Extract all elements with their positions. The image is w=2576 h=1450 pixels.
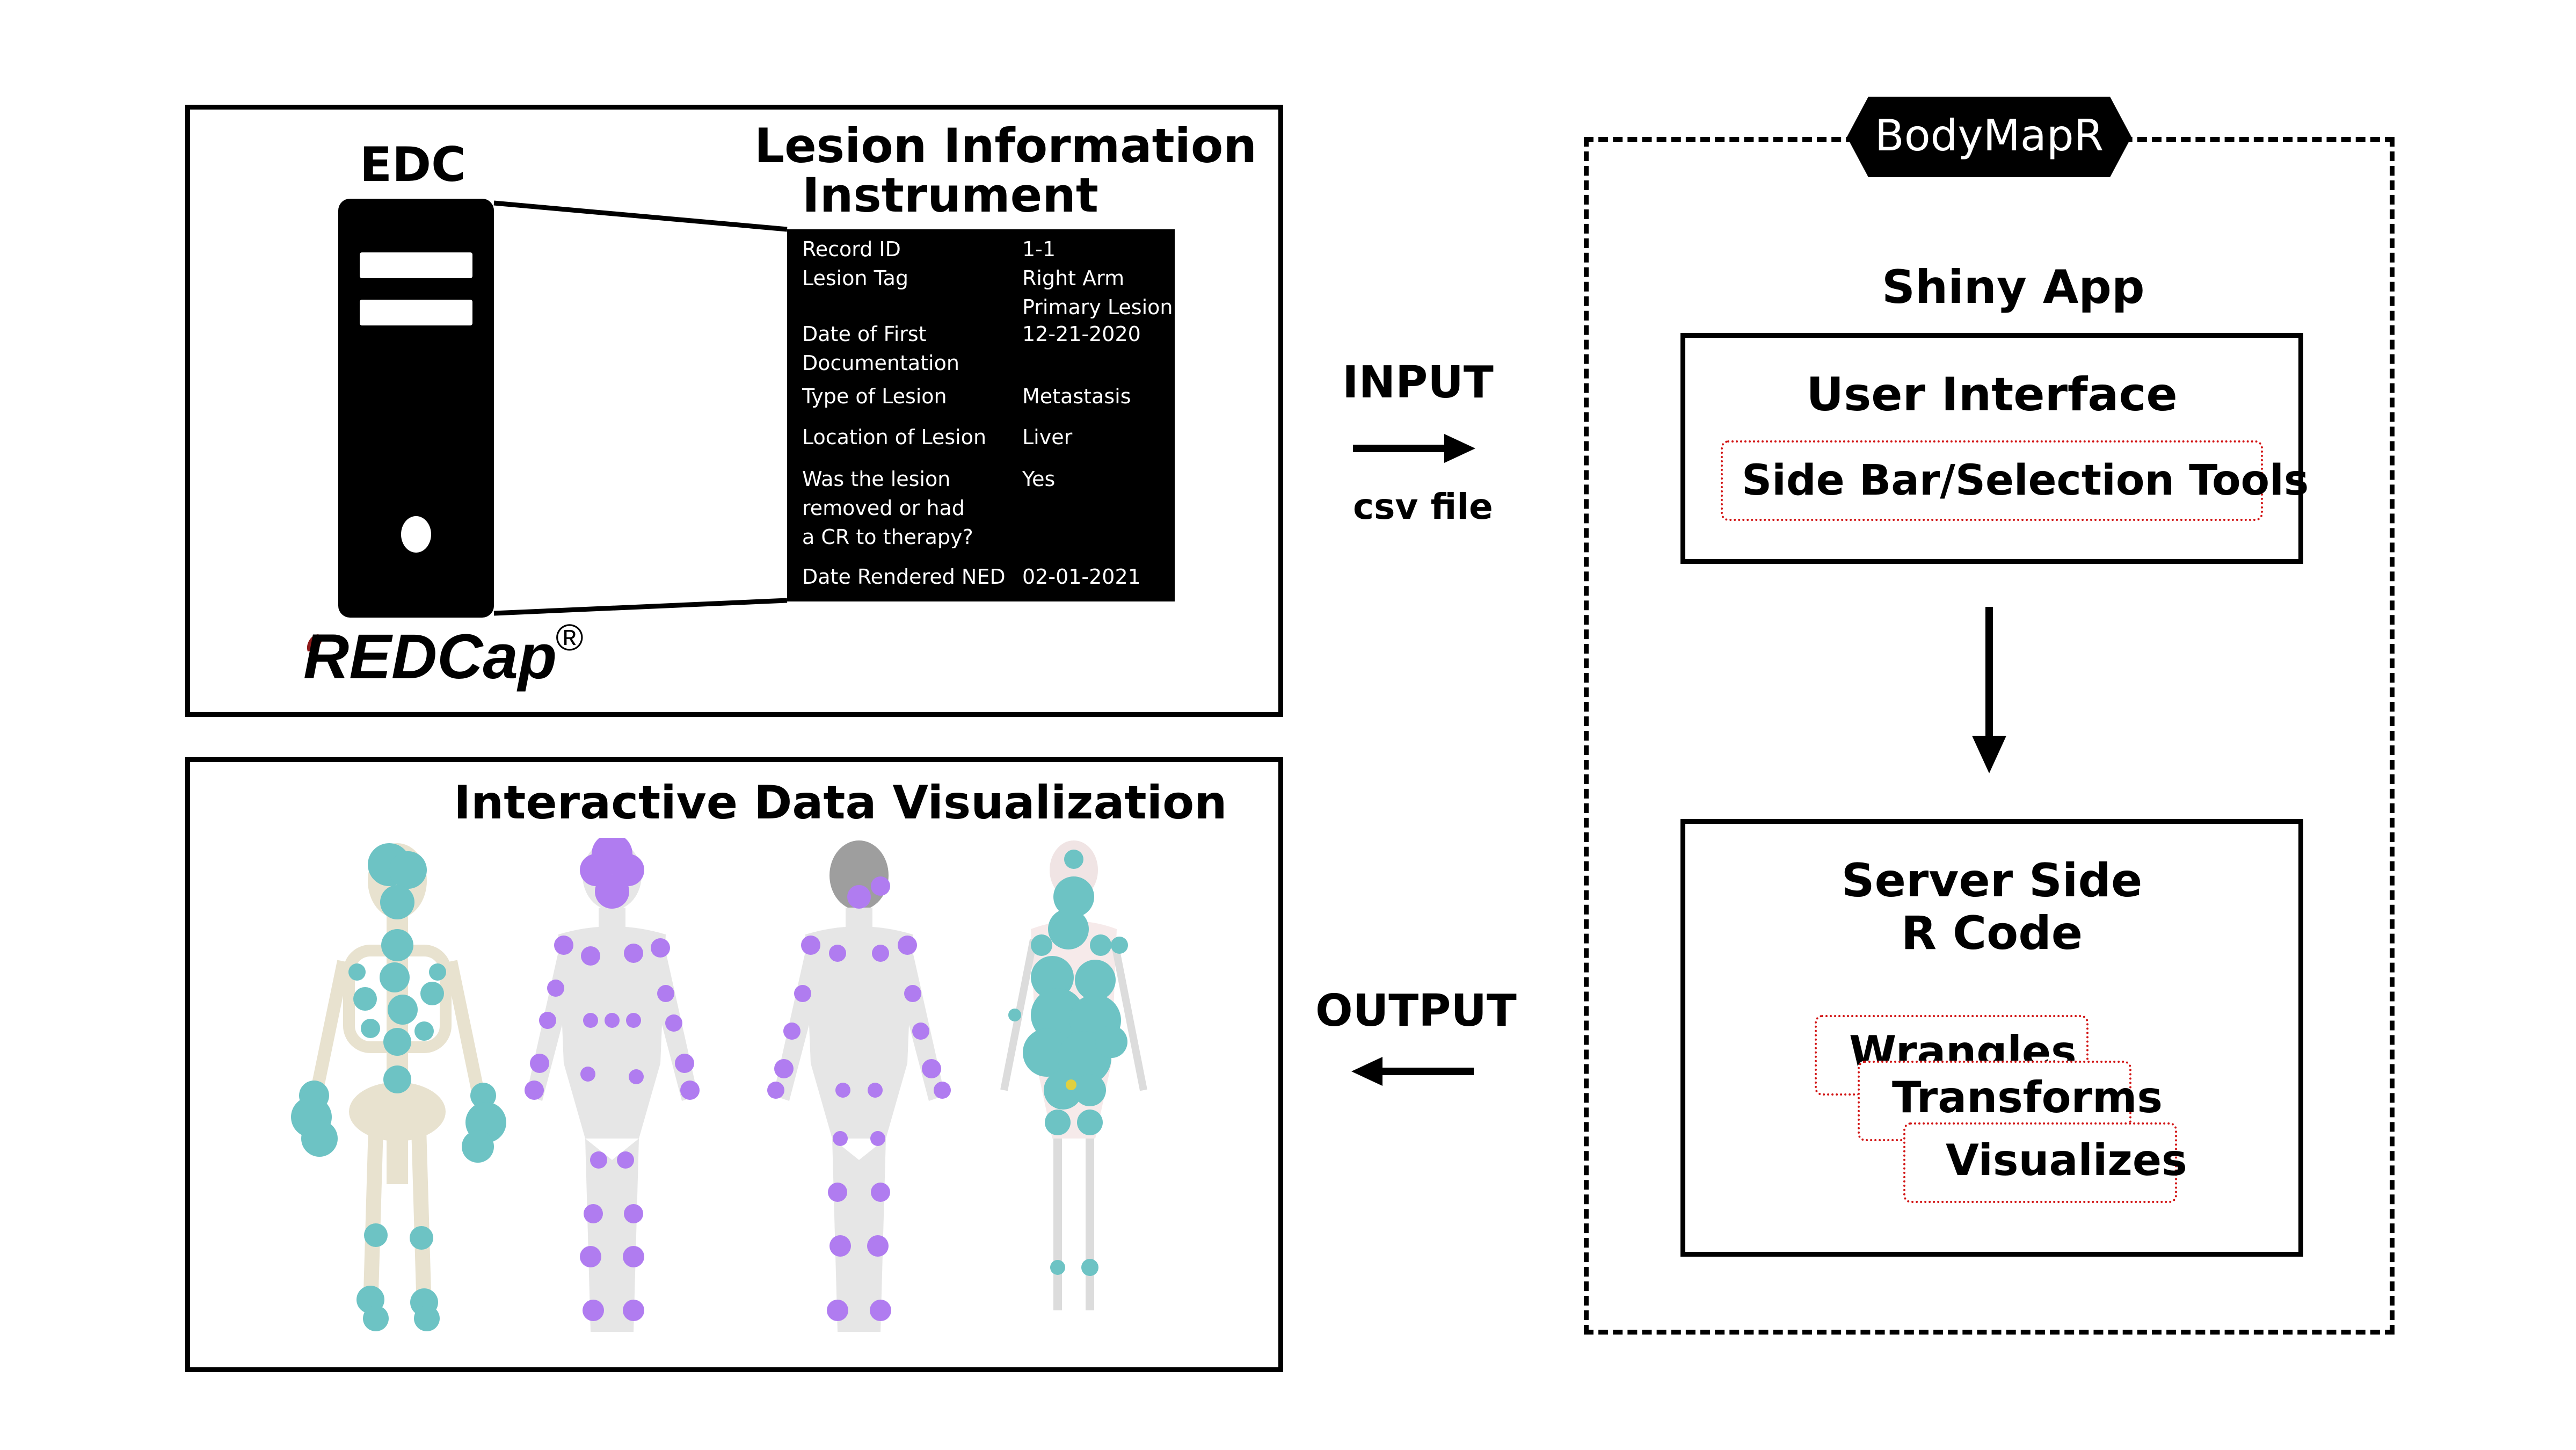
selection-tools-tab: Side Bar/Selection Tools [1721, 440, 2309, 521]
shiny-app-label: Shiny App [1882, 260, 2145, 314]
visualization-title: Interactive Data Visualization [454, 776, 1227, 830]
user-interface-title: User Interface [1806, 368, 2178, 422]
visualizes-label: Visualizes [1946, 1135, 2187, 1185]
edc-label: EDC [360, 137, 466, 192]
output-arrow-icon [1351, 1057, 1474, 1086]
down-arrow-icon [1972, 607, 2006, 773]
redcap-wordmark: REDCap [303, 621, 557, 692]
table-row-label: a CR to therapy? [802, 525, 973, 549]
redcap-drop-icon [307, 634, 322, 651]
organ-figure [1000, 840, 1147, 1310]
table-row-label: Location of Lesion [802, 425, 987, 449]
selection-tools-label: Side Bar/Selection Tools [1742, 456, 2309, 505]
redcap-registered-mark: ® [556, 617, 584, 658]
table-row-value: 12-21-2020 [1022, 322, 1141, 346]
body-map-figures [291, 838, 1147, 1332]
table-row-value: Metastasis [1022, 385, 1131, 408]
bodymapr-badge: BodyMapR [1847, 97, 2131, 177]
server-tower-icon [338, 199, 494, 618]
table-row-label: removed or had [802, 496, 965, 520]
input-sublabel: csv file [1353, 486, 1493, 527]
skeleton-figure [291, 843, 506, 1331]
table-row-value: Liver [1022, 425, 1073, 449]
input-arrow-icon [1353, 434, 1475, 463]
server-side-title-line2: R Code [1901, 907, 2083, 960]
table-row-value: Yes [1022, 467, 1056, 491]
table-row-label: Record ID [802, 237, 901, 261]
visualizes-tab: Visualizes [1903, 1122, 2187, 1203]
zoom-connector-lines [493, 200, 788, 616]
transforms-label: Transforms [1892, 1072, 2163, 1122]
table-row-label: Documentation [802, 351, 959, 375]
server-side-title-line1: Server Side [1841, 854, 2143, 908]
table-row-label: Type of Lesion [802, 385, 947, 408]
table-row-label: Was the lesion [802, 467, 951, 491]
table-row-value: 02-01-2021 [1022, 565, 1141, 589]
instrument-title-line1: Lesion Information [754, 118, 1257, 173]
table-row-label: Date Rendered NED [802, 565, 1006, 589]
front-body-figure [525, 838, 700, 1332]
table-row-value: Right Arm [1022, 266, 1125, 290]
badge-shape [1847, 97, 2131, 177]
table-row-value: 1-1 [1022, 237, 1056, 261]
table-row-label: Date of First [802, 322, 927, 346]
output-label: OUTPUT [1315, 985, 1517, 1036]
table-row-value: Primary Lesion [1022, 295, 1173, 319]
input-label: INPUT [1342, 357, 1494, 408]
table-row-label: Lesion Tag [802, 266, 908, 290]
bodymapr-badge-label: BodyMapR [1874, 111, 2104, 161]
instrument-title-line2: Instrument [802, 168, 1098, 223]
back-body-figure [767, 840, 951, 1332]
